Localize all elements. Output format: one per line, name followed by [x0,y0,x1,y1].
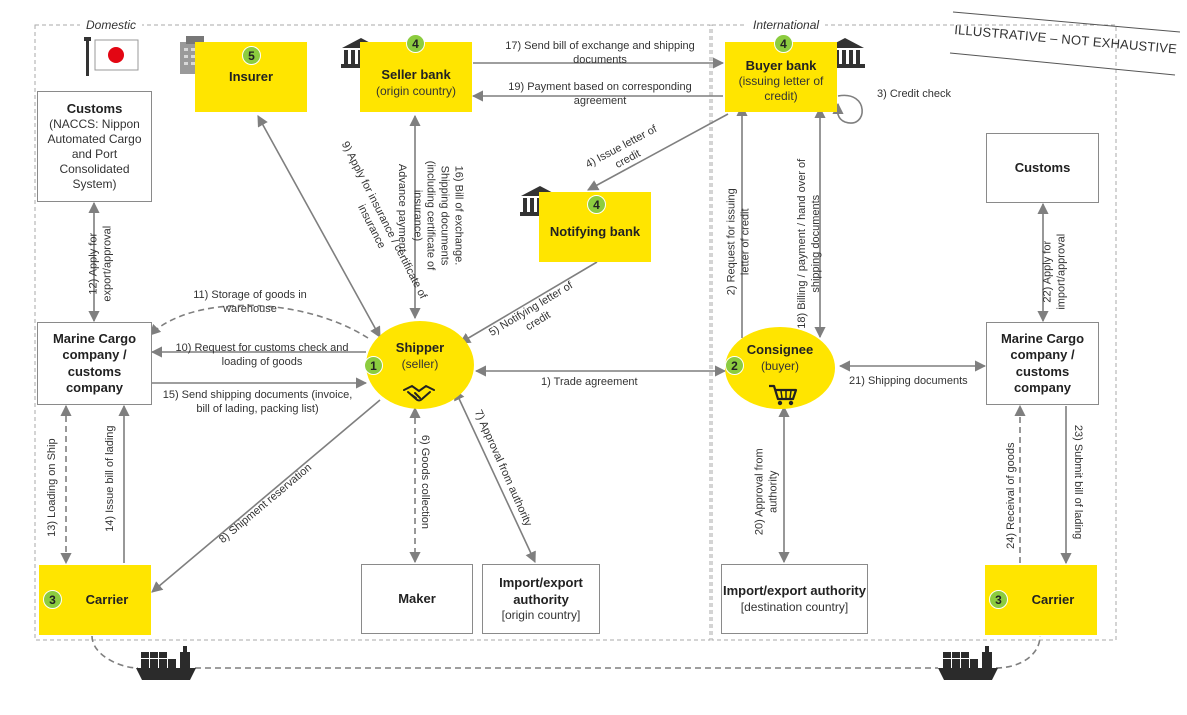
flow-11-label: 11) Storage of goods in warehouse [193,289,307,315]
marine-cargo-international-title: Marine Cargo company / customs company [1000,331,1085,395]
disclaimer-line-bottom [949,52,1176,76]
authority-origin-subtitle: [origin country] [501,607,581,622]
insurer-number-badge: 5 [242,46,261,65]
flow-13-label: 13) Loading on Ship [46,438,59,537]
consignee-number-badge: 2 [725,356,744,375]
flow-22-label: 22) Apply for import/approval [1041,233,1067,310]
shipper-number-badge: 1 [364,356,383,375]
buyer-bank-number-badge: 4 [774,34,793,53]
japan-flag-icon [84,37,139,76]
shopping-cart-icon [769,384,798,406]
flow-20-label: 20) Approval from authority [753,448,779,536]
carrier-domestic-number-badge: 3 [43,590,62,609]
insurer-title: Insurer [228,68,274,84]
seller-bank-title: Seller bank [381,67,451,83]
flow-17-label: 17) Send bill of exchange and shipping d… [505,40,695,66]
flow-3-label: 3) Credit check [877,88,951,100]
customs-domestic-node: Customs (NACCS: Nippon Automated Cargo a… [37,91,152,202]
shipper-title: Shipper [395,340,445,356]
flow-16-label: 16) Bill of exchange. Shipping documents… [411,160,465,271]
shipper-subtitle: (seller) [401,356,439,371]
marine-cargo-domestic-title: Marine Cargo company / customs company [52,331,137,395]
authority-destination-title: Import/export authority [722,583,866,599]
buyer-bank-node: Buyer bank (issuing letter of credit) [725,42,837,112]
seller-bank-number-badge: 4 [406,34,425,53]
marine-cargo-international-node: Marine Cargo company / customs company [986,322,1099,405]
ship-icon-left [136,646,196,680]
international-region-border [711,24,1117,641]
ship-icon-right [938,646,998,680]
flow-10-label: 10) Request for customs check and loadin… [175,342,349,368]
arrow-5 [459,261,598,344]
customs-domestic-subtitle: (NACCS: Nippon Automated Cargo and Port … [47,117,142,192]
handshake-icon [403,384,435,402]
carrier-international-title: Carrier [1031,591,1075,607]
carrier-domestic-title: Carrier [85,591,129,607]
buyer-bank-title: Buyer bank [745,57,817,73]
buyer-bank-subtitle: (issuing letter of credit) [738,74,824,104]
authority-origin-title: Import/export authority [499,575,583,607]
seller-bank-subtitle: (origin country) [375,83,457,98]
marine-cargo-domestic-node: Marine Cargo company / customs company [37,322,152,405]
flow-19-label: 19) Payment based on corresponding agree… [508,81,692,107]
flow-2-label: 2) Request for issuing letter of credit [725,188,751,296]
notifying-bank-number-badge: 4 [587,195,606,214]
maker-title: Maker [398,590,436,606]
domestic-region-border [34,24,711,641]
arrow-3-loop [832,94,863,124]
authority-destination-node: Import/export authority [destination cou… [721,564,868,634]
flow-12-label: 12) Apply for export/approval [87,225,113,302]
arrow-11 [149,304,369,339]
ship-route-right [995,635,1041,669]
international-region-label: International [747,18,826,32]
authority-origin-node: Import/export authority [origin country] [482,564,600,634]
flow-1-label: 1) Trade agreement [541,376,638,388]
notifying-bank-title: Notifying bank [549,223,641,239]
flow-6-label: 6) Goods collection [418,434,431,530]
customs-international-node: Customs [986,133,1099,203]
arrow-8 [151,399,381,593]
domestic-region-label: Domestic [80,18,143,32]
flow-14-label: 14) Issue bill of lading [104,425,117,532]
flow-18-label: 18) Billing / payment / hand over of shi… [795,158,822,329]
consignee-subtitle: (buyer) [760,358,799,373]
disclaimer-line-top [952,11,1181,33]
customs-international-title: Customs [1014,159,1071,175]
arrow-9 [257,115,381,338]
flow-21-label: 21) Shipping documents [849,375,968,387]
maker-node: Maker [361,564,473,634]
customs-domestic-title: Customs [66,100,123,116]
arrow-7 [454,388,536,564]
advance-payment-label: Advance payment [395,163,408,252]
authority-destination-subtitle: [destination country] [740,599,849,614]
flow-15-label: 15) Send shipping documents (invoice, bi… [162,389,353,415]
flow-23-label: 23) Submit bill of lading [1071,424,1084,540]
flow-24-label: 24) Receival of goods [1005,442,1018,549]
shipper-node: Shipper (seller) [366,321,474,409]
ship-route-left [91,635,139,669]
carrier-international-number-badge: 3 [989,590,1008,609]
seller-bank-node: Seller bank (origin country) [360,42,472,112]
arrow-4 [587,113,729,191]
consignee-title: Consignee [746,342,814,358]
